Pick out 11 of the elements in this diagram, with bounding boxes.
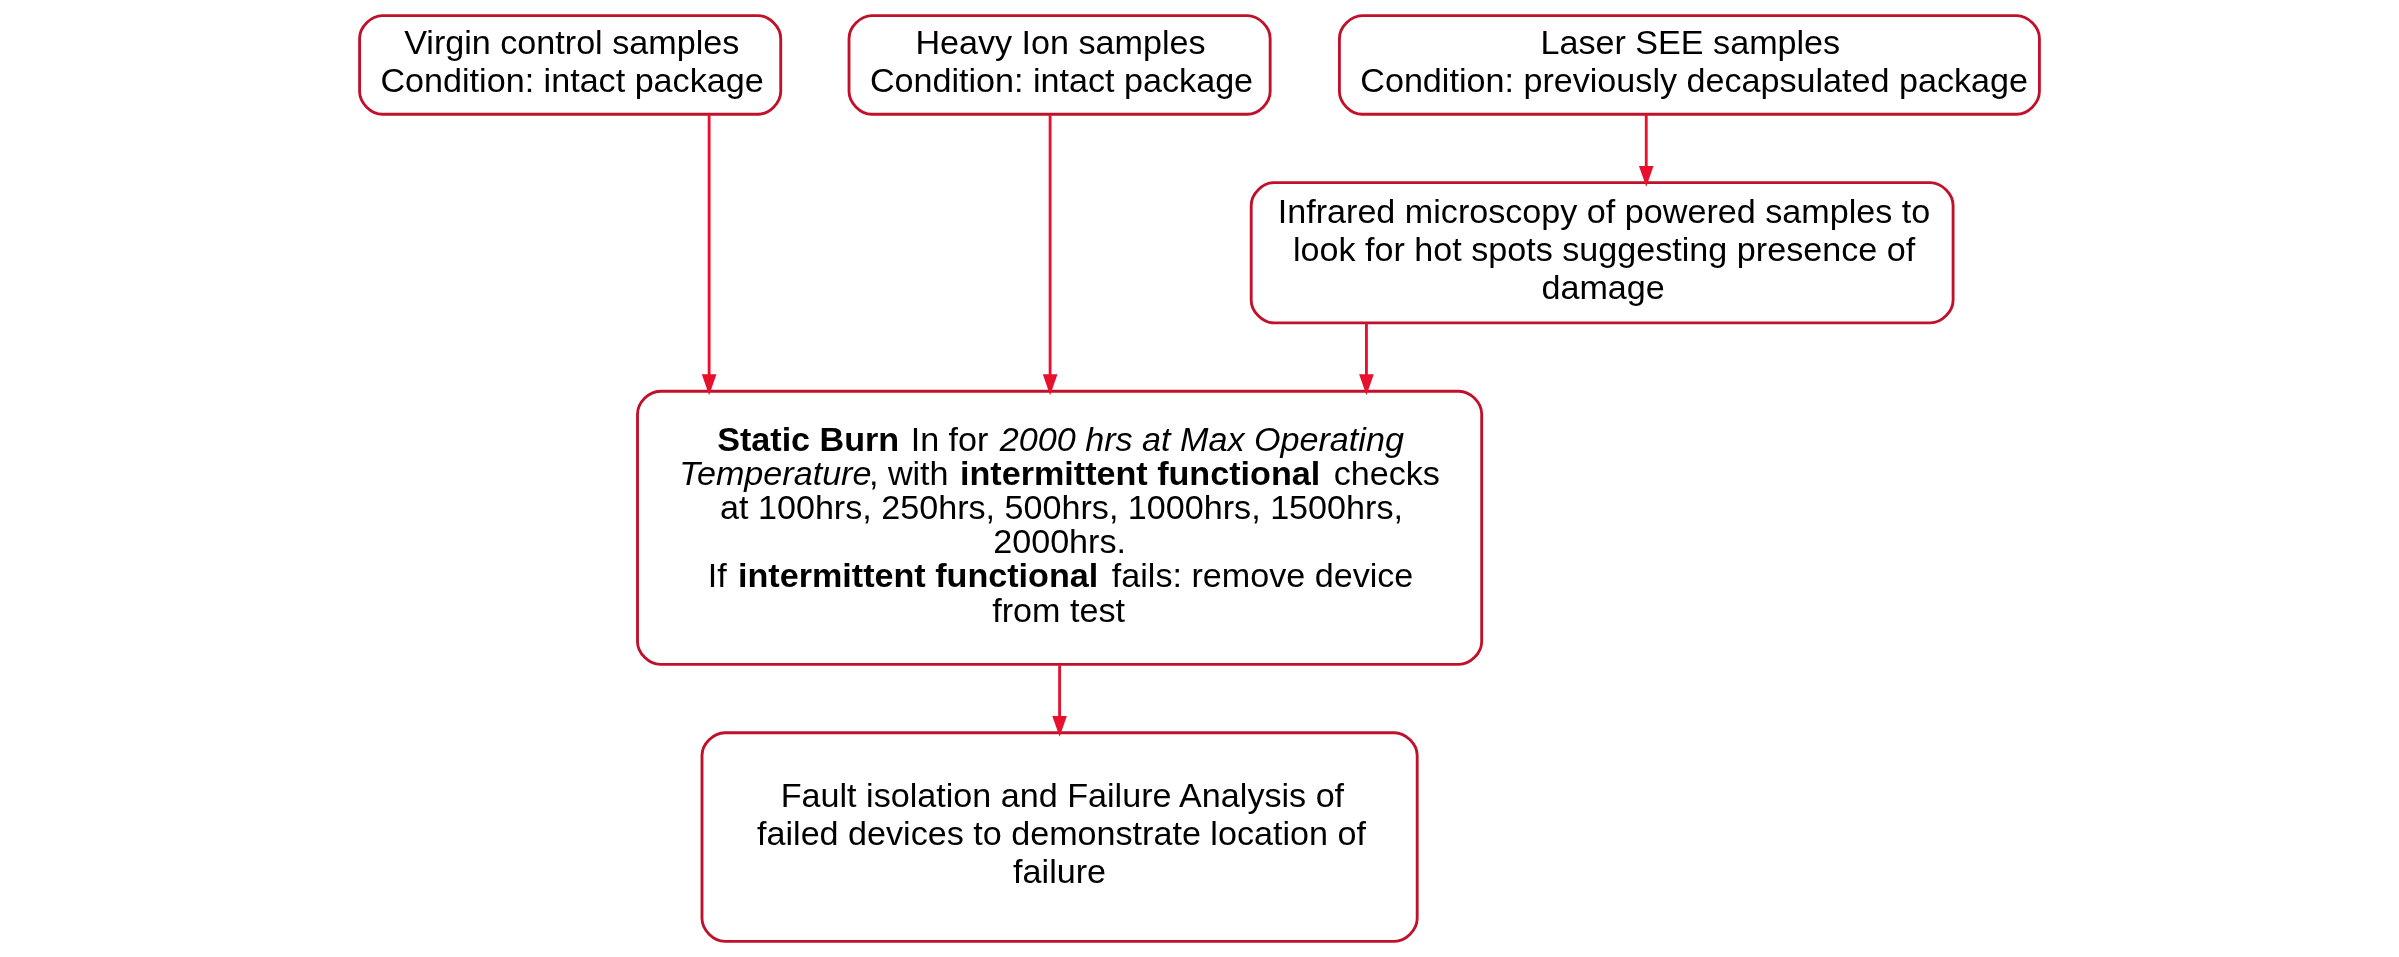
arrow	[1638, 114, 1654, 187]
node-box: Fault isolation and Failure Analysis of failed devices to demonstrate location of failure	[700, 731, 1419, 943]
arrow	[1052, 665, 1067, 737]
node-box: Heavy Ion samples Condition: intact package	[847, 14, 1272, 116]
arrow	[701, 114, 717, 396]
node-box: Static Burn In for 2000 hrs at Max Operating Temperature, with intermittent functional checks at 100hrs, 250hrs, 500hrs, 1000hrs, 1500hrs, 2000hrs. If intermittent functional fails: remove device from test	[636, 389, 1484, 666]
arrow	[1359, 323, 1374, 396]
node-box: Infrared microscopy of powered samples to look for hot spots suggesting presence of damage	[1249, 181, 1955, 325]
arrow	[1042, 114, 1058, 396]
node-box: Virgin control samples Condition: intact package	[358, 14, 783, 116]
node-box: Laser SEE samples Condition: previously decapsulated package	[1338, 14, 2041, 116]
